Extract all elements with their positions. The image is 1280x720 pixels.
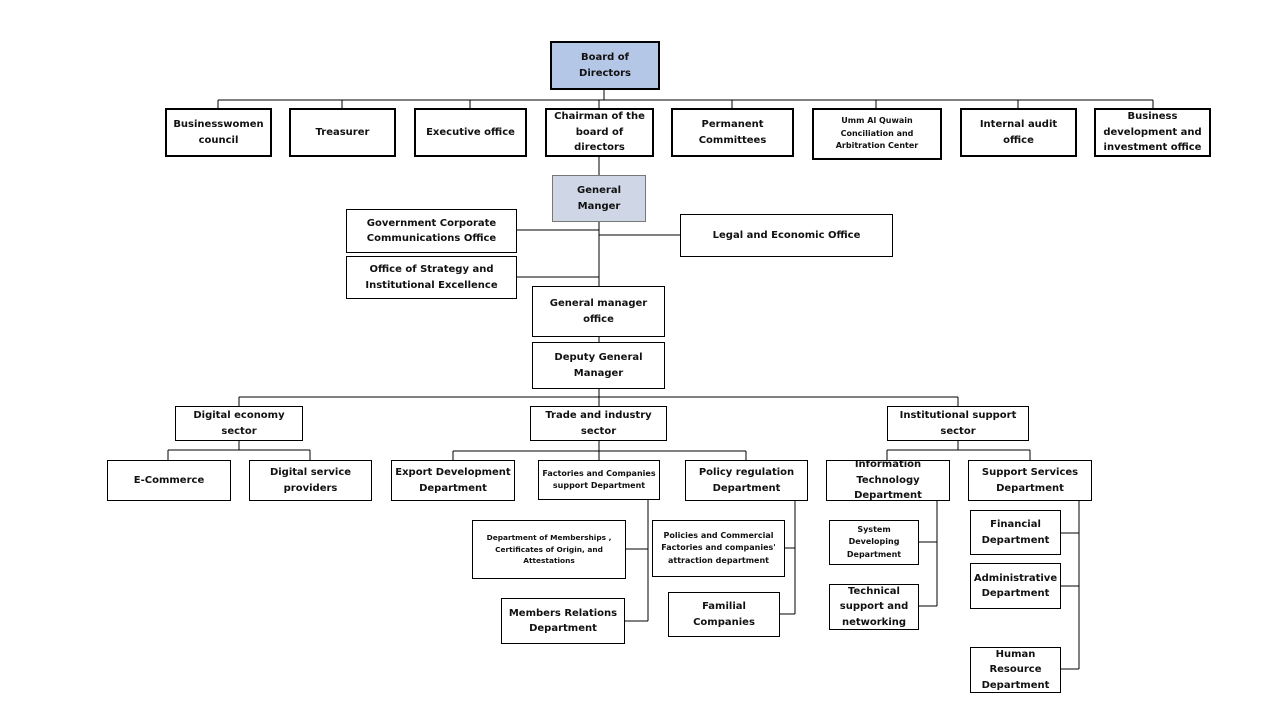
gov-communications-office-box: Government Corporate Communications Offi… (346, 209, 517, 253)
internal-audit-office-box: Internal audit office (960, 108, 1077, 157)
digital-economy-sector-box: Digital economy sector (175, 406, 303, 441)
familial-companies-box: Familial Companies (668, 592, 780, 637)
support-services-department-box: Support Services Department (968, 460, 1092, 501)
general-manager-office-box: General manager office (532, 286, 665, 337)
administrative-department-box: Administrative Department (970, 563, 1061, 609)
factories-companies-support-box: Factories and Companies support Departme… (538, 460, 660, 500)
legal-economic-office-box: Legal and Economic Office (680, 214, 893, 257)
export-development-department-box: Export Development Department (391, 460, 515, 501)
general-manager-box: General Manger (552, 175, 646, 222)
businesswomen-council-box: Businesswomen council (165, 108, 272, 157)
financial-department-box: Financial Department (970, 510, 1061, 555)
system-developing-department-box: System Developing Department (829, 520, 919, 565)
digital-service-providers-box: Digital service providers (249, 460, 372, 501)
memberships-department-box: Department of Memberships , Certificates… (472, 520, 626, 579)
e-commerce-box: E-Commerce (107, 460, 231, 501)
executive-office-box: Executive office (414, 108, 527, 157)
board-of-directors-box: Board of Directors (550, 41, 660, 90)
chairman-box: Chairman of the board of directors (545, 108, 654, 157)
deputy-general-manager-box: Deputy General Manager (532, 342, 665, 389)
treasurer-box: Treasurer (289, 108, 396, 157)
umm-al-quwain-center-box: Umm Al Quwain Conciliation and Arbitrati… (812, 108, 942, 160)
trade-industry-sector-box: Trade and industry sector (530, 406, 667, 441)
business-development-office-box: Business development and investment offi… (1094, 108, 1211, 157)
permanent-committees-box: Permanent Committees (671, 108, 794, 157)
policies-commercial-department-box: Policies and Commercial Factories and co… (652, 520, 785, 577)
technical-support-networking-box: Technical support and networking (829, 584, 919, 630)
human-resource-department-box: Human Resource Department (970, 647, 1061, 693)
strategy-office-box: Office of Strategy and Institutional Exc… (346, 256, 517, 299)
institutional-support-sector-box: Institutional support sector (887, 406, 1029, 441)
members-relations-department-box: Members Relations Department (501, 598, 625, 644)
policy-regulation-department-box: Policy regulation Department (685, 460, 808, 501)
information-technology-department-box: Information Technology Department (826, 460, 950, 501)
